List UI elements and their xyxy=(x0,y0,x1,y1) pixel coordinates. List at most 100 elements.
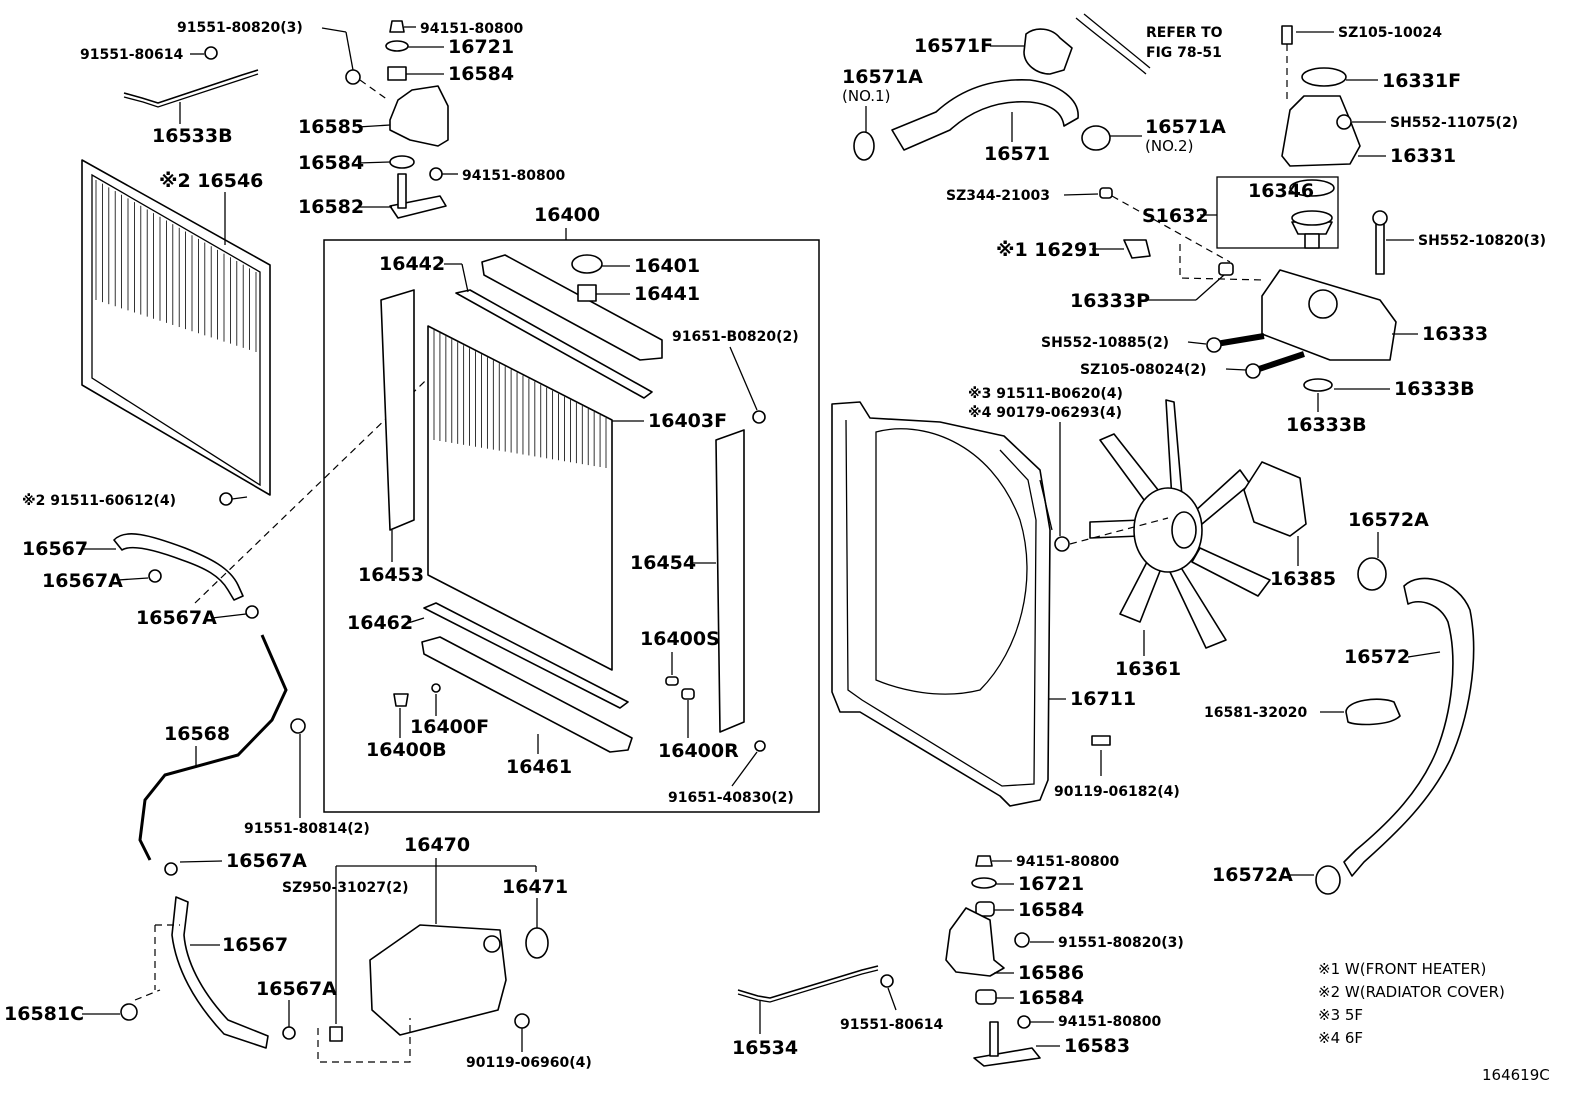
nut-icon xyxy=(975,855,993,867)
part-label: 16585 xyxy=(298,116,364,138)
clamp-icon xyxy=(1315,865,1341,895)
part-label: 16567A xyxy=(256,978,337,1000)
radiator-core xyxy=(427,325,613,671)
part-label: 16441 xyxy=(634,283,700,305)
part-label: 16572A xyxy=(1348,509,1429,531)
part-label: 91551-80820(3) xyxy=(177,20,303,36)
hose-16571 xyxy=(891,78,1079,151)
part-label: 16567 xyxy=(222,934,288,956)
fan-coupling-16385 xyxy=(1243,461,1307,537)
part-label: 16333B xyxy=(1286,414,1367,436)
stay-rod-16533B xyxy=(123,46,259,108)
part-label: 91551-80814(2) xyxy=(244,821,370,837)
part-label: 16400F xyxy=(410,716,489,738)
part-label: 16572A xyxy=(1212,864,1293,886)
part-label: 16400R xyxy=(658,740,739,762)
part-label: 90119-06182(4) xyxy=(1054,784,1180,800)
bolt-icon xyxy=(1336,114,1352,130)
clamp-16581-32020 xyxy=(1345,698,1401,726)
part-label: 16400S xyxy=(640,628,720,650)
cap-16331F xyxy=(1301,67,1347,87)
bolt-icon xyxy=(1091,735,1111,746)
part-label: 16346 xyxy=(1248,180,1314,202)
part-label: 16331F xyxy=(1382,70,1461,92)
radiator-cap-icon xyxy=(571,254,603,274)
part-label: 16711 xyxy=(1070,688,1136,710)
thermostat-kit-box xyxy=(1216,176,1339,249)
part-label: 16586 xyxy=(1018,962,1084,984)
part-label: 16581-32020 xyxy=(1204,705,1307,721)
clamp-icon xyxy=(1357,557,1387,591)
bolt-icon xyxy=(1375,221,1385,275)
part-label: 16534 xyxy=(732,1037,798,1059)
tank-port xyxy=(483,935,501,953)
part-label: 16401 xyxy=(634,255,700,277)
bolt-icon xyxy=(1054,536,1070,552)
part-label: 16403F xyxy=(648,410,727,432)
footnote-3: ※3 5F xyxy=(1318,1006,1363,1024)
radiator-assembly-box xyxy=(323,239,820,813)
bolt-icon xyxy=(329,1026,343,1042)
part-label: ※3 91511-B0620(4) xyxy=(968,386,1123,402)
nut-icon xyxy=(345,69,361,85)
refer-to-line2: FIG 78-51 xyxy=(1146,45,1222,61)
part-label: 91551-80614 xyxy=(840,1017,943,1033)
part-label: 16333B xyxy=(1394,378,1475,400)
part-label: 16400B xyxy=(366,739,447,761)
upper-tank xyxy=(481,254,663,361)
part-label: SZ344-21003 xyxy=(946,188,1050,204)
part-label: 16400 xyxy=(534,204,600,226)
fan-shroud-16711 xyxy=(831,401,1053,807)
hose-16567-lower xyxy=(134,896,269,1049)
part-label: 16567A xyxy=(136,607,217,629)
part-label: 16567A xyxy=(226,850,307,872)
part-label: 16567 xyxy=(22,538,88,560)
part-label: SH552-11075(2) xyxy=(1390,115,1518,131)
part-label: 16583 xyxy=(1064,1035,1130,1057)
part-label: 16567A xyxy=(42,570,123,592)
part-label: 16571A xyxy=(1145,116,1226,138)
part-label: 16470 xyxy=(404,834,470,856)
radiator-cover-16546 xyxy=(81,159,271,496)
part-label: ※2 16546 xyxy=(159,170,263,192)
bolt-icon xyxy=(880,974,894,988)
plug-icon xyxy=(1099,187,1113,199)
nut-icon xyxy=(429,167,443,181)
part-label: 16584 xyxy=(1018,899,1084,921)
pipe-16568 xyxy=(138,634,288,861)
part-label: 16471 xyxy=(502,876,568,898)
switch-16291 xyxy=(1123,239,1151,259)
footnote-1: ※1 W(FRONT HEATER) xyxy=(1318,960,1486,978)
reservoir-cap-16471 xyxy=(525,927,549,959)
water-outlet-group xyxy=(1099,25,1397,392)
part-label: ※4 90179-06293(4) xyxy=(968,405,1122,421)
hose-16567-upper xyxy=(113,533,244,601)
nut-icon xyxy=(389,20,405,33)
lower-tank-16461 xyxy=(421,636,633,753)
part-label: 16584 xyxy=(1018,987,1084,1009)
part-label: 94151-80800 xyxy=(420,21,523,37)
figure-reference: 164619C xyxy=(1482,1066,1550,1084)
reservoir-tank-16470 xyxy=(317,924,549,1063)
drain-plug-16400B xyxy=(393,693,409,707)
side-plate-16453 xyxy=(380,289,415,531)
filler-neck xyxy=(577,284,597,302)
part-label: 16571 xyxy=(984,143,1050,165)
clamp-icon xyxy=(245,605,259,619)
bracket-icon xyxy=(945,907,1005,977)
part-label: 91551-80820(3) xyxy=(1058,935,1184,951)
clamp-icon xyxy=(282,1026,296,1040)
bolt-icon xyxy=(204,46,218,60)
footnote-2: ※2 W(RADIATOR COVER) xyxy=(1318,983,1505,1001)
water-outlet-16331 xyxy=(1281,95,1361,167)
bolt-icon xyxy=(754,740,766,752)
part-label: 16568 xyxy=(164,723,230,745)
part-label: 16571F xyxy=(914,35,993,57)
cushion-icon xyxy=(387,66,407,81)
part-label: 16462 xyxy=(347,612,413,634)
part-label: 16333P xyxy=(1070,290,1150,312)
part-label: ※2 91511-60612(4) xyxy=(22,493,176,509)
clamp-icon xyxy=(148,569,162,583)
refer-to-line1: REFER TO xyxy=(1146,25,1223,41)
